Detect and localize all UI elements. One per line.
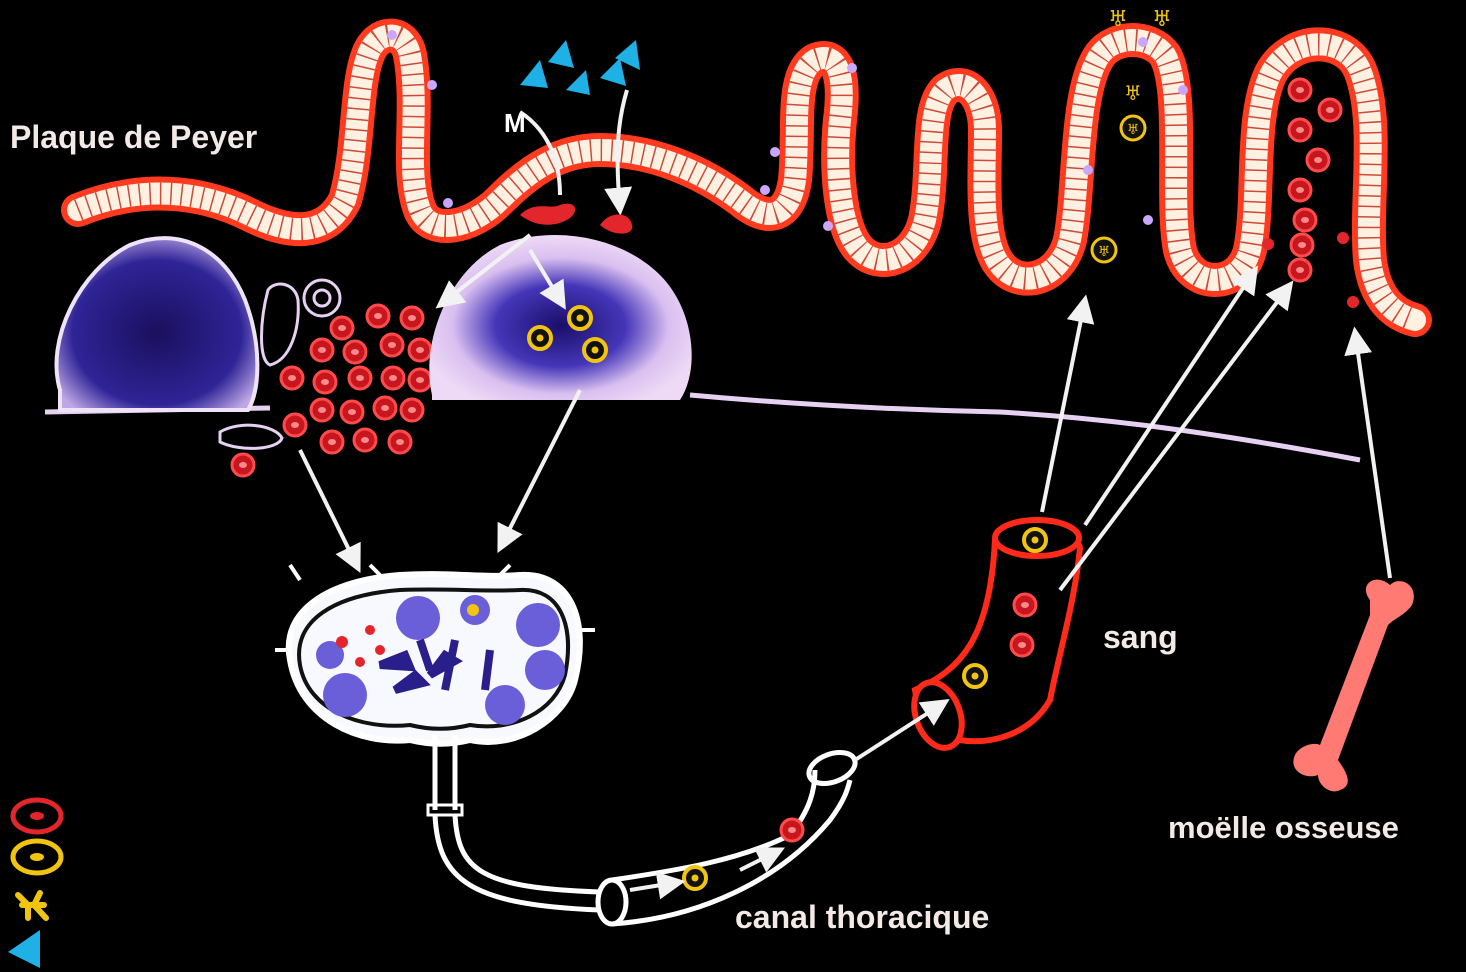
label-blood: sang: [1103, 619, 1178, 655]
dome-follicle: [429, 235, 691, 400]
yellow-antibody-icon: [18, 893, 46, 918]
legend: [8, 800, 61, 968]
label-bone-marrow: moëlle osseuse: [1168, 810, 1399, 845]
thoracic-duct: [598, 747, 859, 924]
svg-text:♅: ♅: [1098, 244, 1111, 260]
antigen-triangles: [520, 40, 640, 95]
lymph-node: [275, 565, 595, 815]
svg-text:♅: ♅: [1124, 81, 1142, 105]
label-peyer-patch: Plaque de Peyer: [10, 119, 257, 155]
label-thoracic-duct: canal thoracique: [735, 899, 989, 935]
bone-icon: [1293, 580, 1413, 792]
yellow-cell-icon: [13, 841, 61, 873]
blue-antigen-icon: [8, 930, 40, 968]
svg-text:♅: ♅: [1127, 122, 1140, 138]
efferent-lymphatic: [435, 815, 600, 910]
m-cell-label: M: [504, 108, 526, 138]
antibody-icon: ♅: [1152, 7, 1172, 32]
antibody-icon: ♅: [1108, 7, 1128, 32]
intestinal-epithelium: ♅ ♅ ♅ ♅ ♅: [78, 7, 1415, 320]
red-cell-icon: [13, 800, 61, 832]
blood-vessel: [906, 520, 1080, 754]
peyer-follicle: [56, 238, 257, 410]
